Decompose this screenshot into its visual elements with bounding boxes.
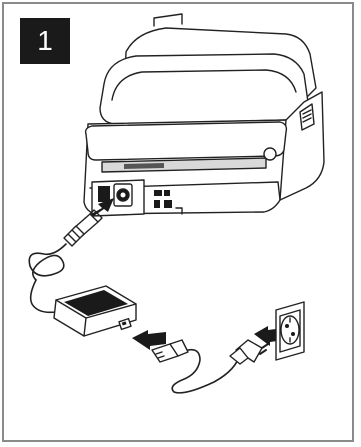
wall-outlet bbox=[276, 302, 304, 360]
power-adapter bbox=[54, 286, 136, 336]
wall-plug bbox=[230, 340, 268, 364]
printer-power-illustration bbox=[4, 4, 354, 440]
step-panel: 1 bbox=[2, 2, 354, 442]
printer bbox=[84, 14, 324, 216]
